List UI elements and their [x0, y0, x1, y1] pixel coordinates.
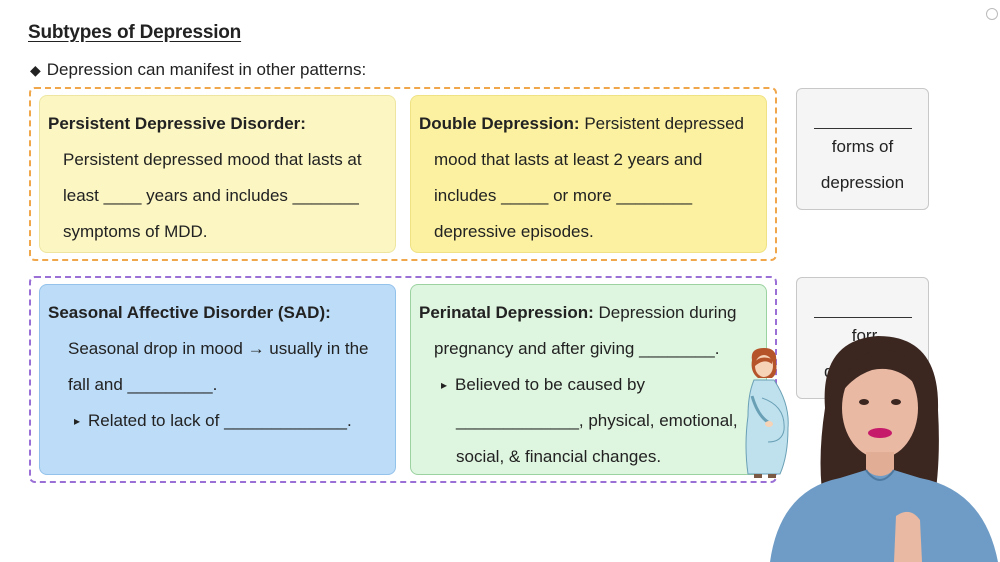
card-line: least ____ years and includes _______ [63, 186, 359, 205]
presenter-video [770, 336, 998, 562]
corner-settings-icon[interactable] [986, 8, 998, 20]
fill-in-blank-line [813, 294, 912, 318]
side-box-forms-of-depression: forms of depression [796, 88, 929, 210]
card-title-line: Double Depression: Persistent depressed [419, 106, 758, 142]
card-title: Persistent Depressive Disorder: [48, 114, 306, 133]
card-title: Seasonal Affective Disorder (SAD): [48, 303, 331, 322]
side-box-line: forms of [831, 137, 894, 156]
purple-dashed-group [29, 276, 777, 483]
bullet-icon: ▸ [441, 378, 448, 392]
card-line: includes _____ or more ________ [434, 186, 693, 205]
diamond-bullet-icon: ◆ [30, 61, 41, 78]
intro-text: Depression can manifest in other pattern… [46, 60, 367, 79]
orange-dashed-group [29, 87, 777, 261]
card-line: fall and _________. [68, 375, 218, 394]
slide-title: Subtypes of Depression [28, 22, 242, 43]
card-title: Double Depression: [419, 114, 580, 133]
card-title-line: Perinatal Depression: Depression during [419, 295, 758, 331]
card-line: pregnancy and after giving ________. [434, 339, 720, 358]
card-line: Persistent depressed mood that lasts at [63, 150, 362, 169]
card-title-rest: Depression during [593, 303, 737, 322]
card-perinatal-depression: Perinatal Depression: Depression during … [410, 284, 767, 475]
card-line: social, & financial changes. [456, 447, 662, 466]
card-line: _____________, physical, emotional, [456, 411, 738, 430]
card-line: mood that lasts at least 2 years and [434, 150, 703, 169]
side-box-line: depression [820, 173, 905, 192]
card-persistent-depressive-disorder: Persistent Depressive Disorder: Persiste… [39, 95, 396, 253]
card-line: depressive episodes. [434, 222, 594, 241]
fill-in-blank-line [813, 105, 912, 129]
card-double-depression: Double Depression: Persistent depressed … [410, 95, 767, 253]
card-title: Perinatal Depression: [419, 303, 594, 322]
pregnant-woman-illustration [745, 348, 789, 478]
card-bullet-text: Believed to be caused by [455, 375, 645, 394]
card-bullet: ▸ Believed to be caused by [419, 367, 758, 403]
card-title-rest: Persistent depressed [579, 114, 745, 133]
bullet-icon: ▸ [74, 414, 81, 428]
card-line: Seasonal drop in mood → usually in the [68, 339, 369, 358]
card-seasonal-affective-disorder: Seasonal Affective Disorder (SAD): Seaso… [39, 284, 396, 475]
intro-line: ◆ Depression can manifest in other patte… [30, 60, 366, 80]
card-bullet-text: Related to lack of _____________. [88, 411, 352, 430]
card-line: symptoms of MDD. [63, 222, 208, 241]
card-bullet: ▸ Related to lack of _____________. [48, 403, 387, 439]
